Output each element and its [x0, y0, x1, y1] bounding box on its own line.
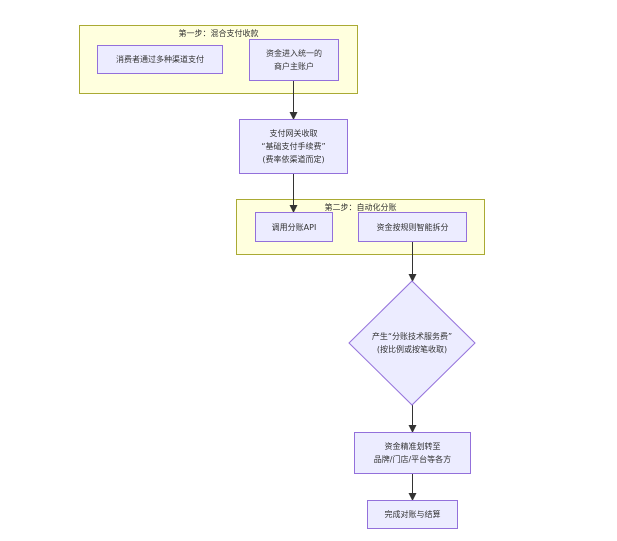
node-transfer: 资金精准划转至 品牌/门店/平台等各方 — [354, 432, 471, 474]
node-settle-line1: 完成对账与结算 — [384, 510, 441, 519]
node-merchant-account-line1: 资金进入统一的 — [266, 49, 322, 58]
node-service-fee-line1: 产生“分账技术服务费” — [371, 332, 453, 341]
node-transfer-line1: 资金精准划转至 — [384, 442, 441, 451]
group-step1-title: 第一步：混合支付收款 — [178, 29, 259, 38]
node-rule-split-line1: 资金按规则智能拆分 — [376, 222, 449, 232]
node-gateway-fee-line2: “基础支付手续费” — [261, 142, 326, 151]
node-service-fee: 产生“分账技术服务费” (按比例或按笔收取) — [359, 323, 465, 363]
node-merchant-account-line2: 商户主账户 — [274, 62, 314, 71]
node-gateway-fee: 支付网关收取 “基础支付手续费” (费率依渠道而定) — [239, 119, 348, 174]
node-rule-split: 资金按规则智能拆分 — [358, 212, 467, 242]
node-transfer-line2: 品牌/门店/平台等各方 — [373, 455, 452, 464]
node-consumer-pay-line1: 消费者通过多种渠道支付 — [116, 55, 204, 64]
node-consumer-pay: 消费者通过多种渠道支付 — [97, 45, 223, 74]
group-step2-title: 第二步：自动化分账 — [324, 203, 397, 212]
node-call-api-line1: 调用分账API — [271, 222, 317, 232]
node-settle: 完成对账与结算 — [367, 500, 458, 529]
node-gateway-fee-line1: 支付网关收取 — [269, 129, 318, 138]
node-service-fee-line2: (按比例或按笔收取) — [376, 345, 448, 354]
node-call-api: 调用分账API — [255, 212, 333, 242]
node-gateway-fee-line3: (费率依渠道而定) — [262, 155, 325, 164]
node-merchant-account: 资金进入统一的 商户主账户 — [249, 39, 339, 81]
service-fee-diamond — [348, 280, 476, 406]
